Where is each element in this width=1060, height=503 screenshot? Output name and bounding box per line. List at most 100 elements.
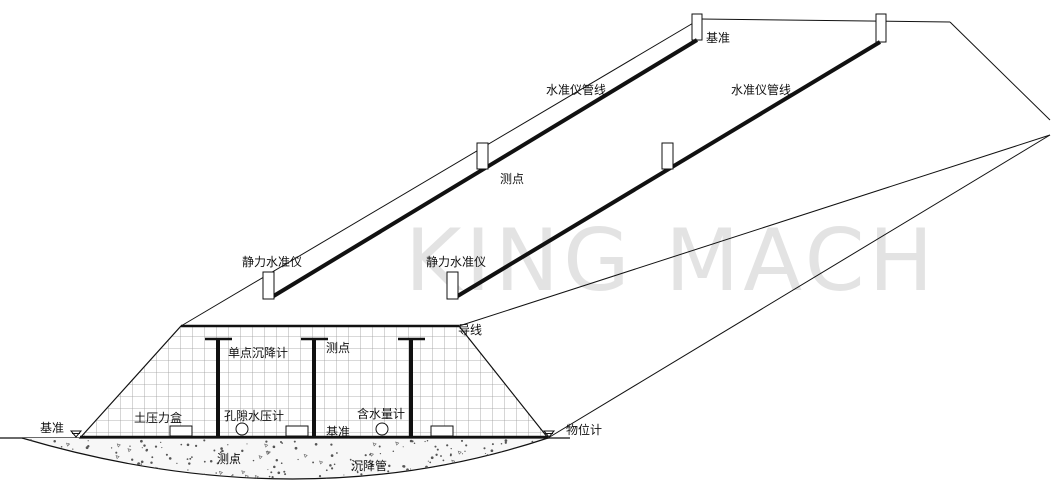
ground-speckle xyxy=(25,443,29,447)
ground-speckle xyxy=(284,473,287,476)
ground-speckle xyxy=(274,488,277,491)
ground-stone xyxy=(449,470,454,475)
ground-speckle xyxy=(241,449,244,453)
ground-stone xyxy=(395,441,400,446)
ground-speckle xyxy=(114,483,116,485)
ground-speckle xyxy=(85,446,89,450)
ground-stone xyxy=(417,485,420,488)
ground-stone xyxy=(254,475,259,479)
ground-speckle xyxy=(85,468,87,471)
label-benchmark-left: 基准 xyxy=(40,421,64,435)
ground-speckle xyxy=(349,485,350,486)
ground-speckle xyxy=(476,460,479,462)
ground-speckle xyxy=(429,461,432,464)
ground-stone xyxy=(497,477,502,479)
ground-speckle xyxy=(240,483,242,485)
ground-speckle xyxy=(333,463,336,466)
ground-speckle xyxy=(483,471,486,474)
label-measure-point-top: 测点 xyxy=(500,172,524,186)
ground-speckle xyxy=(160,441,162,444)
ground-speckle xyxy=(500,487,503,490)
ground-speckle xyxy=(379,452,382,455)
ground-speckle xyxy=(511,477,514,479)
ground-speckle xyxy=(490,449,494,453)
ground-speckle xyxy=(520,449,523,452)
ground-speckle xyxy=(280,462,283,465)
pipe-measure-points xyxy=(476,142,674,170)
ground-speckle xyxy=(145,448,149,451)
ground-stone xyxy=(218,470,223,475)
ground-section xyxy=(0,437,570,491)
diagram-labels: 基准 水准仪管线 水准仪管线 测点 静力水准仪 静力水准仪 导线 单点沉降计 测… xyxy=(40,31,791,473)
ground-speckle xyxy=(393,474,396,476)
ground-speckle xyxy=(174,480,176,482)
ground-speckle xyxy=(85,465,89,469)
ground-speckle xyxy=(484,457,486,460)
ground-speckle xyxy=(524,463,527,466)
ground-stone xyxy=(264,443,269,448)
ground-speckle xyxy=(60,446,63,448)
label-measure-point-bottom: 测点 xyxy=(217,452,241,466)
ground-speckle xyxy=(31,446,33,448)
ground-speckle xyxy=(115,451,118,454)
ground-speckle xyxy=(140,463,142,465)
ground-stone xyxy=(84,477,90,479)
ground-speckle xyxy=(216,462,219,465)
ground-speckle xyxy=(293,440,296,443)
ground-speckle xyxy=(460,439,464,442)
ground-speckle xyxy=(265,440,268,443)
ground-speckle xyxy=(189,457,192,460)
ground-speckle xyxy=(351,468,354,471)
ground-speckle xyxy=(189,476,191,478)
ground-stone xyxy=(174,475,180,479)
label-benchmark-bottom: 基准 xyxy=(326,425,350,439)
ground-speckle xyxy=(194,444,198,448)
ground-stone xyxy=(489,456,494,461)
ground-speckle xyxy=(510,465,514,468)
ground-speckle xyxy=(203,481,204,482)
ground-speckle xyxy=(449,453,452,456)
ground-speckle xyxy=(151,456,154,459)
ground-speckle xyxy=(402,465,406,468)
ground-speckle xyxy=(497,479,498,480)
ground-speckle xyxy=(406,468,409,472)
ground-speckle xyxy=(349,458,352,461)
ground-speckle xyxy=(483,447,486,450)
ground-speckle xyxy=(172,482,173,483)
label-measure-point-mid: 测点 xyxy=(326,341,350,355)
ground-speckle xyxy=(424,440,426,443)
ground-speckle xyxy=(409,439,413,443)
ground-speckle xyxy=(270,471,273,474)
ground-speckle xyxy=(491,443,494,446)
ground-stone xyxy=(451,459,456,464)
ground-speckle xyxy=(461,453,464,455)
ground-speckle xyxy=(330,443,333,446)
ground-speckle xyxy=(56,449,60,453)
ground-speckle xyxy=(175,487,177,489)
ground-speckle xyxy=(28,454,31,457)
ground-stone xyxy=(101,461,107,466)
ground-speckle xyxy=(425,465,428,469)
ground-speckle xyxy=(215,472,217,474)
ground-speckle xyxy=(129,445,131,447)
ground-speckle xyxy=(534,478,537,479)
ground-speckle xyxy=(268,475,271,478)
ground-speckle xyxy=(455,480,457,482)
ground-speckle xyxy=(156,475,158,478)
ground-speckle xyxy=(186,443,190,447)
ground-speckle xyxy=(361,463,363,466)
ground-speckle xyxy=(493,472,496,475)
ground-speckle xyxy=(161,447,163,449)
ground-speckle xyxy=(185,482,186,483)
ground-stone xyxy=(518,459,523,464)
ground-speckle xyxy=(352,463,355,466)
ground-speckle xyxy=(203,460,206,463)
ground-speckle xyxy=(378,445,381,448)
ground-speckle xyxy=(94,472,98,476)
base-instruments xyxy=(169,422,454,437)
ground-speckle xyxy=(273,446,276,449)
ground-speckle xyxy=(355,462,358,465)
ground-speckle xyxy=(446,444,449,447)
ground-stone xyxy=(319,460,324,465)
ground-speckle xyxy=(472,467,475,470)
